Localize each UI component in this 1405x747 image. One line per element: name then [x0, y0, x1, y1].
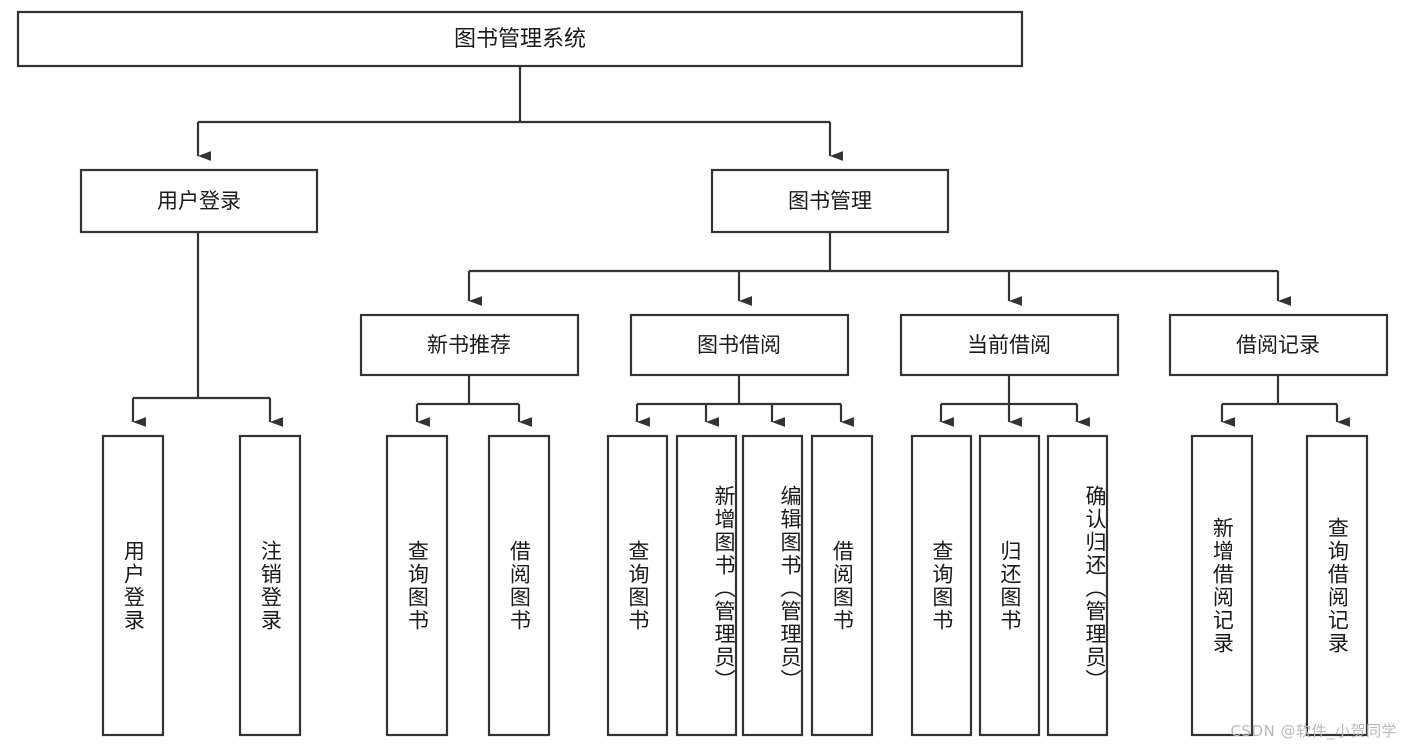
node-leaf-borrow-book-2-label: 借阅图书 — [830, 539, 855, 632]
connector-group-book-borrow-to-leaves — [635, 375, 855, 427]
node-leaf-user-logout-box[interactable] — [238, 434, 302, 737]
node-leaf-confirm-return-label: 确认归还（管理员） — [1083, 485, 1107, 692]
node-leaf-query-book-2-box[interactable] — [606, 434, 669, 737]
node-root[interactable]: 图书管理系统 — [16, 10, 1024, 68]
node-leaf-return-book-box[interactable] — [978, 434, 1041, 737]
node-leaf-user-logout-label: 注销登录 — [258, 539, 283, 632]
node-book-borrow-label: 图书借阅 — [697, 333, 781, 357]
node-leaf-user-login-label: 用户登录 — [121, 539, 146, 632]
node-borrow-record-box[interactable] — [1168, 313, 1389, 377]
node-leaf-add-book-box[interactable] — [675, 434, 738, 737]
node-user-login-box[interactable] — [79, 168, 319, 234]
node-leaf-query-book-3-label: 查询图书 — [929, 539, 954, 632]
connector-group-current-borrow-to-leaves — [939, 375, 1091, 427]
node-root-label: 图书管理系统 — [454, 27, 586, 52]
node-leaf-return-book-label: 归还图书 — [997, 539, 1022, 632]
node-book-borrow[interactable]: 图书借阅 — [629, 313, 850, 377]
node-book-manage-box[interactable] — [710, 168, 950, 234]
node-leaf-add-record-label: 新增借阅记录 — [1210, 516, 1235, 655]
node-leaf-query-record-label: 查询借阅记录 — [1325, 516, 1350, 655]
node-leaf-borrow-book-1-label: 借阅图书 — [507, 539, 532, 632]
node-borrow-record[interactable]: 借阅记录 — [1168, 313, 1389, 377]
node-leaf-borrow-book-2-box[interactable] — [810, 434, 874, 737]
node-leaf-edit-book-label: 编辑图书（管理员） — [778, 485, 802, 692]
node-new-book-recommend-label: 新书推荐 — [427, 333, 511, 357]
node-user-login-label: 用户登录 — [157, 189, 241, 213]
connector-group-user-login-to-leaves — [131, 232, 284, 427]
node-leaf-query-book-1-box[interactable] — [385, 434, 449, 737]
node-leaf-query-book-1-label: 查询图书 — [405, 539, 430, 632]
node-current-borrow[interactable]: 当前借阅 — [899, 313, 1120, 377]
node-new-book-recommend[interactable]: 新书推荐 — [359, 313, 580, 377]
node-book-manage-label: 图书管理 — [788, 189, 872, 213]
node-leaf-query-book-3-box[interactable] — [910, 434, 973, 737]
node-current-borrow-label: 当前借阅 — [967, 333, 1051, 357]
node-book-borrow-box[interactable] — [629, 313, 850, 377]
connector-group-borrow-record-to-leaves — [1220, 375, 1351, 427]
node-leaf-confirm-return-box[interactable] — [1046, 434, 1109, 737]
connector-group-root-to-level2 — [196, 66, 844, 161]
node-new-book-recommend-box[interactable] — [359, 313, 580, 377]
node-leaf-edit-book-box[interactable] — [741, 434, 804, 737]
node-current-borrow-box[interactable] — [899, 313, 1120, 377]
node-root-box[interactable] — [16, 10, 1024, 68]
node-leaf-add-record-box[interactable] — [1190, 434, 1254, 737]
node-book-manage[interactable]: 图书管理 — [710, 168, 950, 234]
node-leaf-borrow-book-1-box[interactable] — [487, 434, 551, 737]
node-borrow-record-label: 借阅记录 — [1236, 333, 1320, 357]
node-user-login[interactable]: 用户登录 — [79, 168, 319, 234]
node-leaf-user-login-box[interactable] — [101, 434, 165, 737]
connector-group-book-manage-to-level3 — [467, 232, 1292, 306]
connector-group-new-book-recommend-to-leaves — [415, 375, 533, 427]
node-leaf-query-record-box[interactable] — [1305, 434, 1369, 737]
node-leaf-add-book-label: 新增图书（管理员） — [712, 485, 736, 692]
node-leaf-query-book-2-label: 查询图书 — [625, 539, 650, 632]
